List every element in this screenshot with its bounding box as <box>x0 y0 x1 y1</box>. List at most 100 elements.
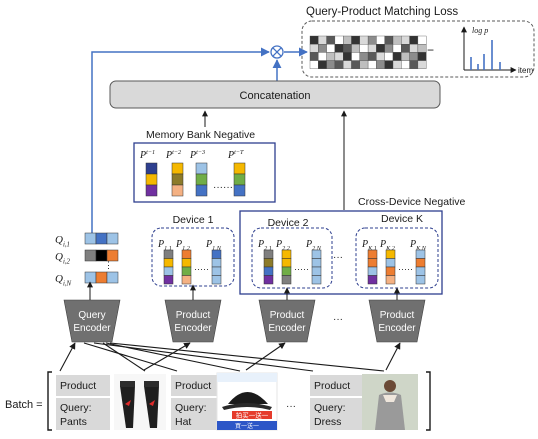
device-ellipsis: ··· <box>333 252 343 263</box>
query-label: Qi,1 <box>55 234 70 248</box>
matrix-cell <box>309 44 319 53</box>
device-product-embedding <box>281 249 292 285</box>
batch-items: ProductQuery:PantsProductQuery:HatProduc… <box>56 375 364 430</box>
device-title: Device K <box>381 213 423 225</box>
concatenation-box <box>109 80 441 109</box>
log-p-histogram: log p item <box>461 26 533 75</box>
matrix-cell <box>367 44 377 53</box>
matrix-cell <box>351 60 360 69</box>
matrix-cell <box>417 35 427 45</box>
device-product-label: P1,N <box>205 239 222 252</box>
device-product-dots: ····· <box>194 264 209 274</box>
cross-device-title: Cross-Device Negative <box>358 196 466 208</box>
matrix-cell <box>359 60 369 69</box>
batch-product-cell <box>310 375 364 396</box>
memory-bank-embedding <box>145 162 158 197</box>
device-product-embedding <box>367 249 378 285</box>
matrix-cell <box>343 44 352 53</box>
batch-query-prefix: Query: <box>314 402 346 414</box>
minus-sign: − <box>427 43 434 57</box>
matrix-cell <box>409 35 419 45</box>
encoder-label-line1: Query <box>78 310 105 321</box>
hat-image-promo-2: 買一送一 <box>235 422 259 430</box>
similarity-matrix <box>309 35 427 69</box>
matrix-cell <box>367 35 377 45</box>
batch-left-bracket <box>47 371 52 431</box>
device-product-embedding <box>181 249 192 285</box>
device-product-label: P2,1 <box>257 239 272 252</box>
matrix-cell <box>326 35 336 45</box>
batch-product-cell <box>56 375 110 396</box>
hat-image-promo: 拍买一送一 <box>236 411 269 420</box>
device-product-embedding <box>211 249 222 285</box>
matrix-cell <box>401 60 410 69</box>
batch-query-text: Dress <box>314 416 341 428</box>
memory-bank-embedding <box>195 162 208 197</box>
device-product-embedding <box>385 249 396 285</box>
matrix-cell <box>401 52 410 61</box>
matrix-cell <box>359 44 369 53</box>
batch-query-prefix: Query: <box>60 402 92 414</box>
loss-panel <box>301 20 535 78</box>
multiply-operator <box>270 45 284 59</box>
batch-ellipsis: ··· <box>286 401 296 412</box>
device-product-embedding <box>163 249 174 285</box>
matrix-cell <box>367 52 377 61</box>
batch-product-label: Product <box>60 380 96 392</box>
device-product-label: PK,2 <box>379 239 395 252</box>
matrix-cell <box>318 35 327 45</box>
matrix-cell <box>376 60 385 69</box>
matrix-cell <box>392 44 402 53</box>
pants-product-image <box>114 374 166 430</box>
memory-bank-dots: ······ <box>213 182 233 193</box>
query-embedding <box>84 232 119 245</box>
batch-query-cell <box>56 398 110 430</box>
encoder-label-line1: Product <box>380 310 415 321</box>
batch-product-label: Product <box>175 380 211 392</box>
matrix-cell <box>309 52 319 61</box>
matrix-cell <box>392 35 402 45</box>
hat-product-image: 拍买一送一 買一送一 <box>216 372 278 431</box>
batch-query-cell <box>171 398 225 430</box>
device-product-embedding <box>311 249 322 285</box>
matrix-cell <box>351 35 360 45</box>
memory-bank-embedding <box>171 162 184 197</box>
matrix-cell <box>359 35 369 45</box>
matrix-cell <box>409 44 419 53</box>
matrix-cell <box>351 44 360 53</box>
batch-product-label: Product <box>314 380 350 392</box>
query-embedding <box>84 271 119 284</box>
matrix-cell <box>334 52 344 61</box>
matrix-cell <box>392 60 402 69</box>
matrix-cell <box>326 60 336 69</box>
cross-device-box <box>239 210 443 295</box>
query-embedding <box>84 249 119 262</box>
matrix-cell <box>384 52 394 61</box>
batch-query-text: Pants <box>60 416 87 428</box>
matrix-cell <box>376 35 385 45</box>
query-dots: ⋮ <box>104 260 113 270</box>
batch-label: Batch = <box>5 399 43 411</box>
batch-query-prefix: Query: <box>175 402 207 414</box>
matrix-cell <box>334 60 344 69</box>
device-product-label: P1,2 <box>175 239 190 252</box>
device-product-label: PK,N <box>409 239 427 252</box>
matrix-cell <box>384 60 394 69</box>
matrix-cell <box>309 35 319 45</box>
batch-query-text: Hat <box>175 416 191 428</box>
encoder-label-line1: Product <box>176 310 211 321</box>
query-label: Qi,N <box>55 273 72 287</box>
matrix-cell <box>409 52 419 61</box>
matrix-cell <box>326 44 336 53</box>
matrix-cell <box>376 44 385 53</box>
matrix-cell <box>401 44 410 53</box>
